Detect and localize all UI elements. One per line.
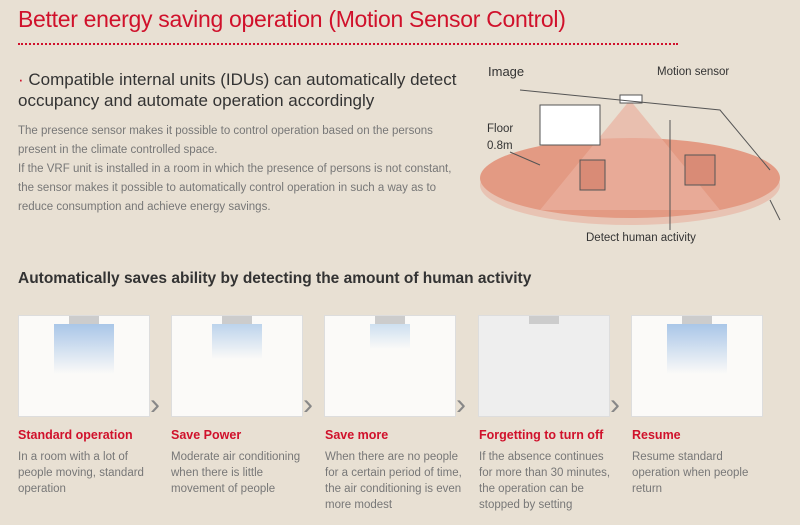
detect-label: Detect human activity <box>586 232 696 244</box>
floor-label: Floor <box>487 123 514 135</box>
panel-save-power <box>171 315 303 417</box>
floor-height-label: 0.8m <box>487 140 513 152</box>
description-p2: If the VRF unit is installed in a room i… <box>18 163 452 213</box>
step-title: Forgetting to turn off <box>479 428 604 442</box>
panel-standard <box>18 315 150 417</box>
panel-resume <box>631 315 763 417</box>
panel-save-more <box>324 315 456 417</box>
chevron-right-icon: › <box>150 388 160 421</box>
chevron-right-icon: › <box>303 388 313 421</box>
divider <box>18 43 678 45</box>
section-subtitle: Automatically saves ability by detecting… <box>18 270 532 287</box>
chevron-right-icon: › <box>456 388 466 421</box>
chevron-right-icon: › <box>610 388 620 421</box>
lead-text: · Compatible internal units (IDUs) can a… <box>18 70 457 110</box>
description-p1: The presence sensor makes it possible to… <box>18 125 433 156</box>
step-title: Save more <box>325 428 389 442</box>
panel-turn-off <box>478 315 610 417</box>
lead-text-content: Compatible internal units (IDUs) can aut… <box>18 70 457 110</box>
page-title: Better energy saving operation (Motion S… <box>18 6 566 32</box>
image-label: Image <box>488 64 525 79</box>
step-desc: If the absence continues for more than 3… <box>479 451 611 511</box>
step-desc: Resume standard operation when people re… <box>632 451 749 495</box>
step-desc: In a room with a lot of people moving, s… <box>18 451 144 495</box>
description: The presence sensor makes it possible to… <box>18 122 468 217</box>
step-title: Save Power <box>171 428 242 442</box>
step-desc: When there are no people for a certain p… <box>325 451 462 511</box>
motion-sensor-label: Motion sensor <box>657 66 730 78</box>
step-desc: Moderate air conditioning when there is … <box>171 451 301 495</box>
step-title: Standard operation <box>18 428 133 442</box>
step-title: Resume <box>632 428 681 442</box>
room-illustration <box>480 60 800 260</box>
